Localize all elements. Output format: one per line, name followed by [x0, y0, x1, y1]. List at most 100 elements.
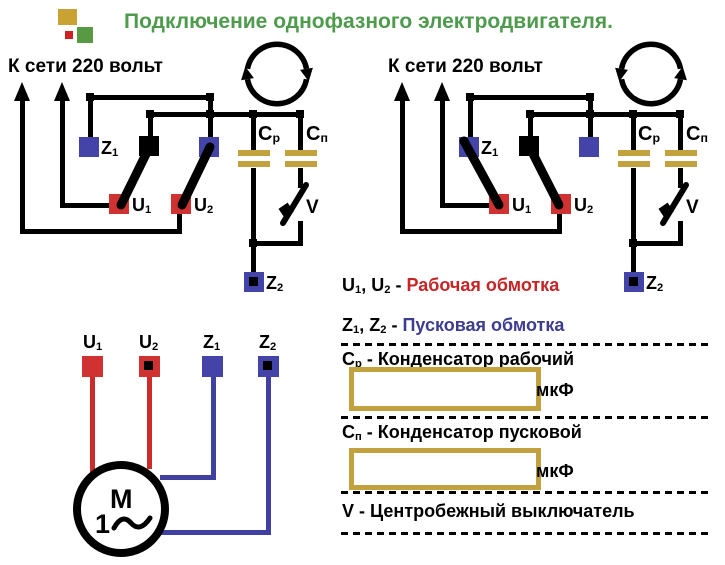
junction-dot	[206, 93, 214, 101]
cap-start-label: Cп	[686, 123, 708, 146]
motor-terminal-label-z2: Z2	[259, 332, 277, 353]
wire	[440, 203, 490, 208]
terminal-u1	[489, 194, 509, 214]
rotation-ccw-icon	[615, 41, 687, 107]
wire	[631, 168, 636, 244]
terminal-label-u2: U2	[574, 195, 594, 216]
terminal-common	[519, 136, 539, 156]
bus-wire	[88, 95, 213, 100]
wire	[298, 168, 303, 188]
wire	[678, 112, 683, 151]
wire	[400, 98, 405, 234]
unit-mkf: мкФ	[536, 380, 574, 400]
junction-dot	[296, 110, 304, 118]
junction-dot	[466, 93, 474, 101]
terminal-center	[629, 277, 638, 286]
cap-start-value-input[interactable]	[349, 448, 541, 490]
wire	[298, 112, 303, 151]
terminal-spare	[199, 137, 219, 157]
motor-terminal-label-z1: Z1	[203, 332, 221, 353]
motor-terminal-label-u1: U1	[83, 332, 103, 353]
wire	[400, 229, 562, 234]
centrifugal-switch-icon	[658, 182, 689, 226]
motor-terminal-z2	[258, 356, 279, 377]
mains-arrow-icon	[434, 82, 450, 101]
dashed-separator	[341, 532, 713, 535]
mains-arrow-icon	[394, 82, 410, 101]
wire	[88, 95, 93, 137]
capacitor-plate	[285, 150, 317, 156]
cap-run-value-input[interactable]	[349, 367, 541, 411]
motor-circle	[73, 461, 169, 557]
centrifugal-switch-icon	[278, 182, 309, 226]
logo-red-square	[65, 31, 73, 39]
terminal-spare	[579, 137, 599, 157]
junction-dot	[629, 110, 637, 118]
capacitor-plate	[285, 161, 317, 167]
junction-dot	[629, 239, 637, 247]
wire	[631, 246, 636, 274]
wire	[177, 213, 182, 234]
junction-dot	[86, 93, 94, 101]
cap-run-label: Cр	[258, 123, 281, 146]
junction-dot	[586, 93, 594, 101]
legend-starting-name: Пусковая обмотка	[402, 315, 565, 335]
wire	[251, 112, 256, 151]
junction-dot	[676, 110, 684, 118]
capacitor-plate	[665, 161, 697, 167]
mains-label-right: К сети 220 вольт	[388, 56, 543, 77]
motor-lead-z1	[160, 475, 216, 480]
capacitor-plate	[238, 161, 270, 167]
dashed-separator	[341, 416, 713, 419]
wire	[20, 229, 182, 234]
rotation-cw-icon	[241, 41, 313, 107]
wire	[60, 98, 65, 208]
switch-v-label: V	[686, 197, 699, 218]
capacitor-plate	[618, 150, 650, 156]
terminal-z2	[624, 272, 644, 292]
dashed-separator	[341, 491, 713, 494]
bus-wire	[468, 95, 593, 100]
motor-lead-z2	[158, 530, 271, 535]
page-title: Подключение однофазного электродвигателя…	[124, 10, 613, 33]
motor-lead-z2	[266, 377, 271, 535]
legend-working-name: Рабочая обмотка	[406, 275, 560, 295]
wire	[468, 95, 473, 137]
junction-dot	[526, 110, 534, 118]
terminal-center	[144, 361, 153, 370]
wire	[631, 241, 683, 246]
mains-arrow-icon	[14, 82, 30, 101]
terminal-center	[249, 277, 258, 286]
logo-green-square	[77, 27, 93, 43]
motor-lead-z1	[211, 377, 216, 480]
legend-row-cap-run: Ср - Конденсатор рабочий	[342, 349, 575, 370]
switch-v-label: V	[306, 197, 319, 218]
terminal-u2	[171, 194, 191, 214]
terminal-center	[263, 361, 272, 370]
wire	[440, 98, 445, 208]
cap-run-label: Cр	[638, 123, 661, 146]
wire	[148, 112, 153, 137]
bus-wire	[148, 112, 303, 117]
terminal-label-z1: Z1	[101, 138, 119, 159]
wire	[20, 98, 25, 234]
wire	[298, 221, 303, 246]
wire	[678, 221, 683, 246]
terminal-z1	[79, 137, 99, 157]
mains-label-left: К сети 220 вольт	[8, 56, 163, 77]
terminal-label-u2: U2	[194, 195, 214, 216]
terminal-z2	[244, 272, 264, 292]
capacitor-plate	[665, 150, 697, 156]
wire	[557, 213, 562, 234]
wire	[528, 112, 533, 137]
motor-terminal-z1	[202, 356, 223, 377]
motor-lead-u2	[147, 377, 152, 469]
motor-label-one: 1	[95, 509, 111, 539]
motor-terminal-label-u2: U2	[139, 332, 159, 353]
motor-terminal-u2	[139, 356, 160, 377]
junction-dot	[146, 110, 154, 118]
wire	[60, 203, 110, 208]
mains-arrow-icon	[54, 82, 70, 101]
junction-dot	[206, 110, 214, 118]
